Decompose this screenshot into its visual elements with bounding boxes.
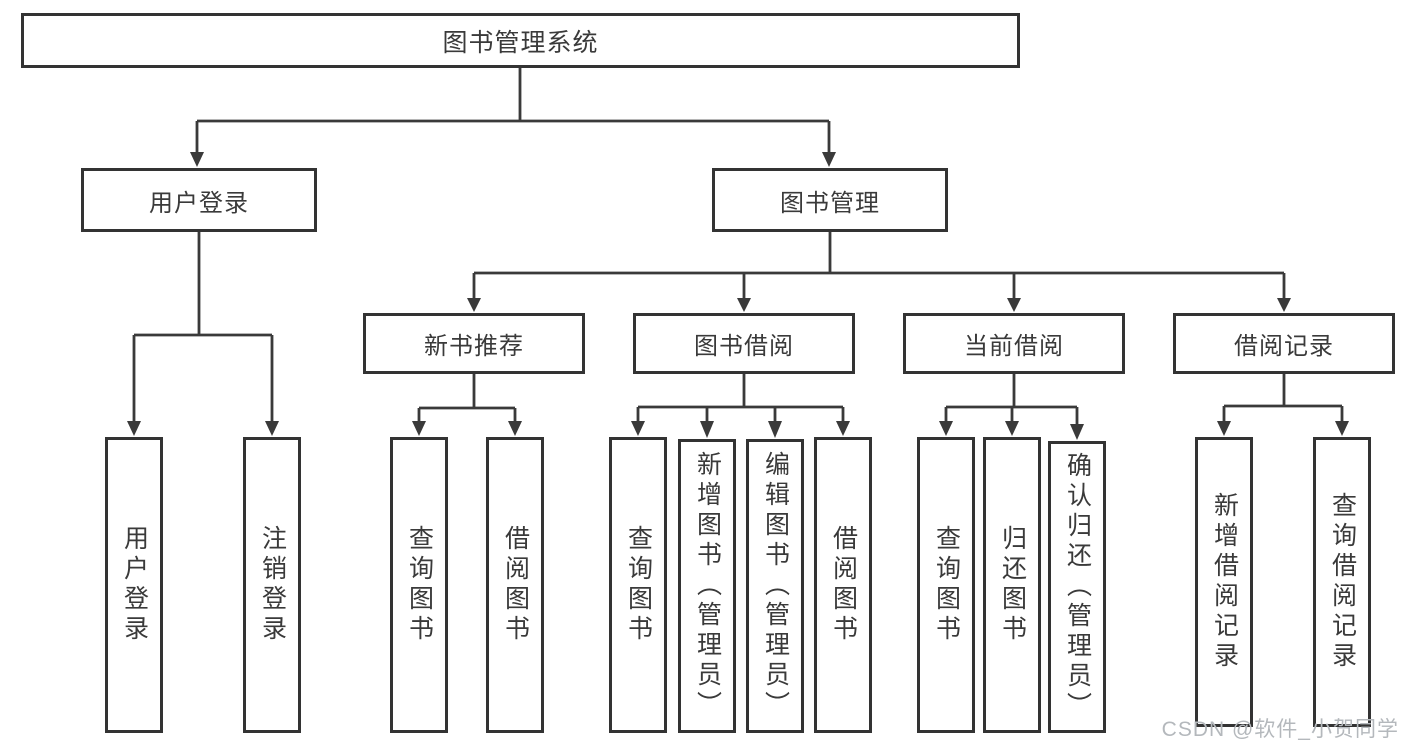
node-book-borrow: 图书借阅 bbox=[633, 313, 855, 374]
node-label: 用户登录 bbox=[120, 525, 149, 645]
tree-branch-lines bbox=[132, 68, 1344, 424]
node-label: 查询图书 bbox=[405, 525, 434, 645]
node-leaf-edit-book-admin: 编辑图书（管理员） bbox=[746, 439, 804, 733]
node-label: 查询图书 bbox=[932, 525, 961, 645]
node-label: 归还图书 bbox=[998, 525, 1027, 645]
node-label: 借阅图书 bbox=[829, 525, 858, 645]
node-leaf-user-login: 用户登录 bbox=[105, 437, 163, 733]
csdn-watermark: CSDN @软件_小贺同学 bbox=[1161, 718, 1399, 741]
node-borrow-records: 借阅记录 bbox=[1173, 313, 1395, 374]
node-label: 新增图书（管理员） bbox=[693, 451, 722, 721]
node-label: 用户登录 bbox=[149, 189, 249, 217]
node-leaf-add-book-admin: 新增图书（管理员） bbox=[678, 439, 736, 733]
node-label: 图书借阅 bbox=[694, 333, 794, 360]
node-user-login: 用户登录 bbox=[81, 168, 317, 232]
node-leaf-logout: 注销登录 bbox=[243, 437, 301, 733]
node-library-management-system: 图书管理系统 bbox=[21, 13, 1020, 68]
node-label: 新书推荐 bbox=[424, 333, 524, 360]
node-leaf-query-book-2: 查询图书 bbox=[609, 437, 667, 733]
node-leaf-borrow-book-1: 借阅图书 bbox=[486, 437, 544, 733]
node-label: 编辑图书（管理员） bbox=[761, 451, 790, 721]
node-label: 确认归还（管理员） bbox=[1063, 452, 1092, 722]
node-leaf-return-book: 归还图书 bbox=[983, 437, 1041, 733]
node-leaf-confirm-return-admin: 确认归还（管理员） bbox=[1048, 441, 1106, 733]
node-label: 借阅记录 bbox=[1234, 333, 1334, 360]
node-label: 注销登录 bbox=[258, 525, 287, 645]
node-leaf-query-book-3: 查询图书 bbox=[917, 437, 975, 733]
node-label: 当前借阅 bbox=[964, 333, 1064, 360]
node-leaf-borrow-book-2: 借阅图书 bbox=[814, 437, 872, 733]
node-label: 图书管理系统 bbox=[442, 28, 599, 57]
node-label: 查询图书 bbox=[624, 525, 653, 645]
node-current-borrow: 当前借阅 bbox=[903, 313, 1125, 374]
node-leaf-query-borrow-record: 查询借阅记录 bbox=[1313, 437, 1371, 727]
node-leaf-query-book-1: 查询图书 bbox=[390, 437, 448, 733]
node-book-management: 图书管理 bbox=[712, 168, 948, 232]
node-label: 图书管理 bbox=[780, 189, 880, 217]
node-label: 查询借阅记录 bbox=[1328, 492, 1357, 672]
arrowheads bbox=[127, 152, 1349, 440]
node-label: 新增借阅记录 bbox=[1210, 492, 1239, 672]
node-new-book-recommend: 新书推荐 bbox=[363, 313, 585, 374]
node-leaf-add-borrow-record: 新增借阅记录 bbox=[1195, 437, 1253, 727]
node-label: 借阅图书 bbox=[501, 525, 530, 645]
